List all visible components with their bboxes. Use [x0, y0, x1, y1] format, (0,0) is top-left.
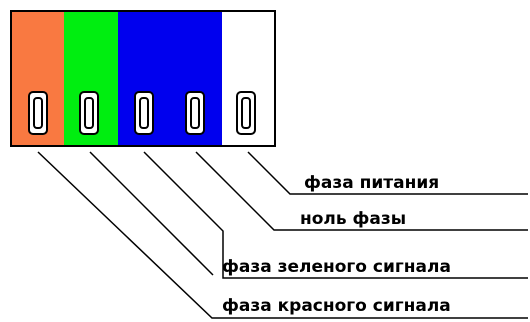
- pin-2: [79, 91, 99, 135]
- leader-line-phase-green-2: [89, 151, 214, 276]
- pin-5: [236, 91, 256, 135]
- leader-line-phase-red: [37, 151, 528, 319]
- terminal-pins: [28, 91, 256, 135]
- connector-block: [10, 10, 276, 147]
- label-phase-power: фаза питания: [304, 173, 439, 193]
- leader-line-zero-phase: [195, 151, 528, 231]
- pin-3: [134, 91, 154, 135]
- label-zero-phase: ноль фазы: [300, 209, 406, 229]
- leader-line-phase-green-1: [143, 151, 528, 279]
- leader-lines: [37, 151, 528, 319]
- pin-1: [28, 91, 48, 135]
- segment-blue: [118, 11, 222, 146]
- connector-outline: [10, 10, 276, 147]
- leader-line-phase-power: [247, 151, 528, 195]
- label-phase-green: фаза зеленого сигнала: [222, 257, 451, 277]
- pin-4: [185, 91, 205, 135]
- label-phase-red: фаза красного сигнала: [222, 296, 451, 316]
